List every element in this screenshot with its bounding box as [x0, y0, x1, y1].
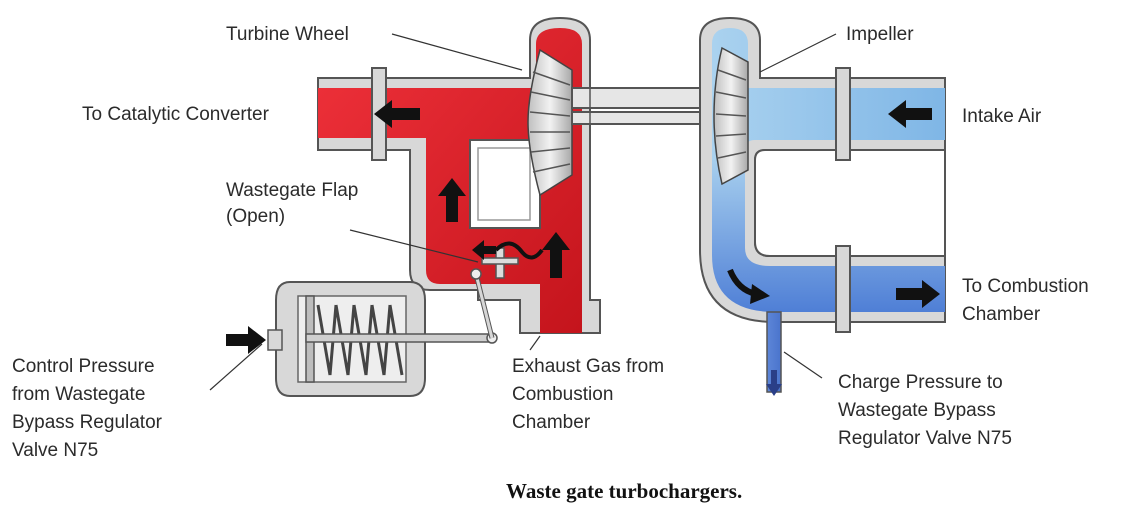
label-impeller: Impeller	[846, 24, 914, 45]
impeller	[713, 46, 749, 186]
label-intake-air: Intake Air	[962, 106, 1042, 127]
flow-arrows	[226, 100, 940, 396]
intake-air-flow	[712, 28, 945, 160]
intake-housing	[699, 16, 946, 393]
label-to-catalytic: To Catalytic Converter	[82, 104, 270, 125]
wastegate-actuator	[267, 268, 498, 397]
turbo-shaft	[571, 87, 723, 125]
label-control-pressure: Control Pressure from Wastegate Bypass R…	[12, 356, 167, 461]
arrow-to-catalytic	[374, 100, 420, 128]
arrow-exhaust-up-left	[438, 178, 466, 222]
turbine-wheel	[527, 48, 573, 197]
figure-caption: Waste gate turbochargers.	[506, 479, 742, 503]
arrow-bypass	[472, 240, 496, 260]
label-exhaust-gas: Exhaust Gas from Combustion Chamber	[512, 356, 669, 433]
label-to-combustion: To Combustion Chamber	[962, 276, 1094, 325]
label-charge-pressure: Charge Pressure to Wastegate Bypass Regu…	[838, 372, 1012, 449]
leader-lines	[209, 33, 837, 391]
arrow-control-pressure	[226, 326, 266, 354]
label-turbine-wheel: Turbine Wheel	[226, 24, 349, 45]
arrow-exhaust-up-right	[542, 232, 570, 278]
label-wastegate-flap: Wastegate Flap (Open)	[226, 180, 364, 227]
intake-flange-upper	[835, 67, 851, 161]
arrow-charge-pressure	[766, 370, 782, 396]
arrow-to-combustion	[896, 280, 940, 308]
charge-air-flow	[712, 160, 945, 312]
intake-flange-lower	[835, 245, 851, 333]
arrow-intake-air	[888, 100, 932, 128]
